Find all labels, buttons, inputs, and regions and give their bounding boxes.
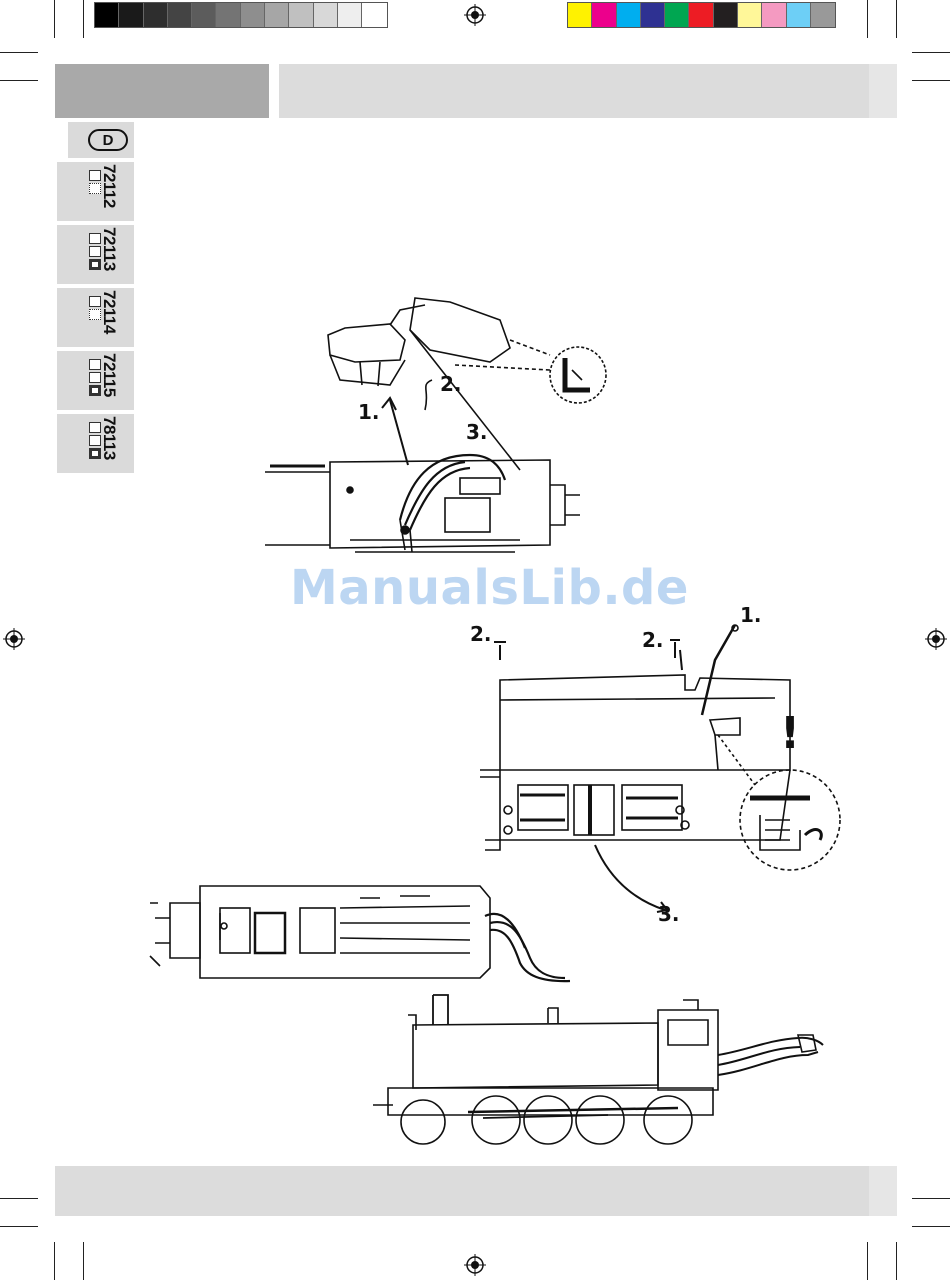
crop-mark (0, 80, 38, 81)
gray-swatch (362, 3, 386, 27)
model-tab-78113[interactable]: 78113 (57, 414, 134, 473)
color-swatch-magenta (592, 3, 616, 27)
color-swatch-pink (762, 3, 786, 27)
model-number: 72112 (99, 164, 119, 208)
figure-body-removal (260, 290, 620, 580)
figure1-step-3: 3. (466, 420, 488, 444)
model-tab-72112[interactable]: 72112 (57, 162, 134, 221)
gray-swatch (144, 3, 168, 27)
figure1-step-2: 2. (440, 372, 462, 396)
crop-mark (54, 0, 55, 38)
color-swatch-yellow (568, 3, 592, 27)
model-number-wrap: 72114 (95, 290, 119, 345)
crop-mark (83, 1242, 84, 1280)
color-swatch-light-yellow (738, 3, 762, 27)
footer-bar-end (869, 1166, 897, 1216)
registration-mark-icon (925, 628, 947, 650)
crop-mark (54, 1242, 55, 1280)
crop-mark (896, 1242, 897, 1280)
crop-mark (912, 1198, 950, 1199)
figure2-step-2b: 2. (642, 628, 664, 652)
gray-swatch (216, 3, 240, 27)
figure2-step-3: 3. (658, 902, 680, 926)
watermark: ManualsLib.de (290, 560, 662, 616)
gray-swatch (265, 3, 289, 27)
crop-mark (912, 52, 950, 53)
gray-swatch (289, 3, 313, 27)
gray-swatch (338, 3, 362, 27)
figure2-step-1: 1. (740, 603, 762, 627)
model-number: 72114 (99, 290, 119, 334)
gray-calibration-strip (94, 2, 388, 28)
gray-swatch (119, 3, 143, 27)
footer-bar (55, 1166, 897, 1216)
registration-mark-icon (464, 1254, 486, 1276)
model-tab-72114[interactable]: 72114 (57, 288, 134, 347)
color-swatch-gray (811, 3, 835, 27)
model-number: 72115 (99, 353, 119, 397)
color-swatch-light-cyan (787, 3, 811, 27)
crop-mark (0, 1226, 38, 1227)
crop-mark (912, 1226, 950, 1227)
gray-swatch (168, 3, 192, 27)
gray-swatch (192, 3, 216, 27)
color-swatch-blue (641, 3, 665, 27)
crop-mark (0, 1198, 38, 1199)
model-number: 78113 (99, 416, 119, 460)
figure1-step-1: 1. (358, 400, 380, 424)
registration-mark-icon (464, 4, 486, 26)
crop-mark (896, 0, 897, 38)
registration-mark-icon (3, 628, 25, 650)
model-number-wrap: 72112 (95, 164, 119, 219)
header-bar-right (279, 64, 897, 118)
gray-swatch (95, 3, 119, 27)
model-number-wrap: 72113 (95, 227, 119, 282)
header-bar-end (869, 64, 897, 118)
crop-mark (0, 52, 38, 53)
gray-swatch (241, 3, 265, 27)
model-tab-72115[interactable]: 72115 (57, 351, 134, 410)
figure-chassis-topview (140, 878, 590, 988)
color-swatch-black (714, 3, 738, 27)
color-calibration-strip (567, 2, 836, 28)
color-swatch-green (665, 3, 689, 27)
language-tab[interactable]: D (68, 122, 134, 158)
warning-mark: ! (780, 708, 800, 759)
crop-mark (83, 0, 84, 38)
model-number: 72113 (99, 227, 119, 271)
figure-locomotive-side (368, 990, 838, 1150)
header-bar-left (55, 64, 269, 118)
gray-swatch (314, 3, 338, 27)
color-swatch-cyan (617, 3, 641, 27)
crop-mark (867, 1242, 868, 1280)
color-swatch-red (689, 3, 713, 27)
language-badge: D (88, 129, 128, 151)
crop-mark (867, 0, 868, 38)
model-tab-72113[interactable]: 72113 (57, 225, 134, 284)
figure2-step-2a: 2. (470, 622, 492, 646)
crop-mark (912, 80, 950, 81)
model-number-wrap: 78113 (95, 416, 119, 471)
model-number-wrap: 72115 (95, 353, 119, 408)
